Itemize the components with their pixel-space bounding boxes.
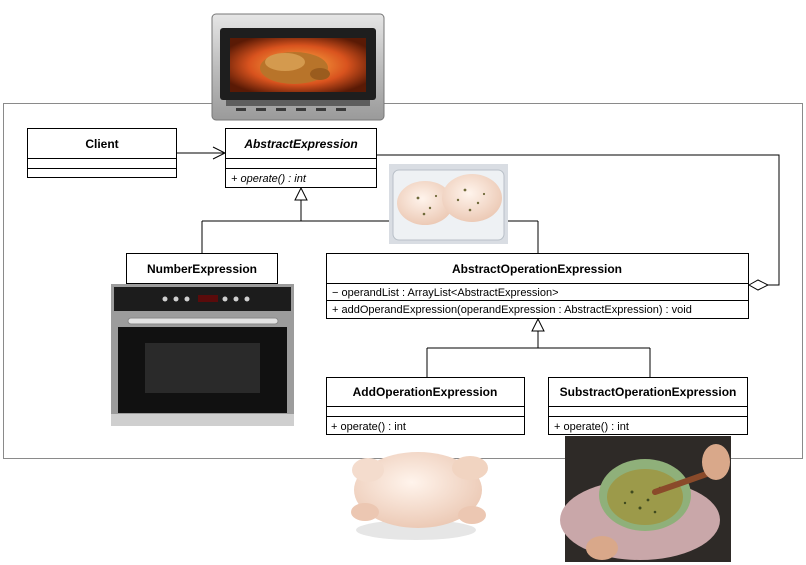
seasoned-chicken-image	[389, 164, 508, 244]
class-client: Client	[27, 128, 177, 178]
generalization-arrowhead	[294, 186, 308, 201]
class-substract-operation-expression: SubstractOperationExpression + operate()…	[548, 377, 748, 435]
class-add-operation-expression-operation: + operate() : int	[331, 421, 406, 433]
class-abstract-expression-operation: + operate() : int	[231, 173, 307, 185]
marinade-bowl-image	[560, 436, 731, 562]
class-client-name: Client	[85, 137, 118, 151]
class-abstract-operation-expression-operation: + addOperandExpression(operandExpression…	[332, 304, 692, 316]
aggregation-line	[376, 154, 780, 286]
aggregation-diamond	[747, 279, 770, 291]
class-add-operation-expression: AddOperationExpression + operate() : int	[326, 377, 525, 435]
class-number-expression: NumberExpression	[126, 253, 278, 284]
generalization-arrowhead-2	[531, 317, 545, 332]
toaster-oven-image	[211, 13, 385, 121]
raw-chicken-image	[351, 452, 488, 540]
class-substract-operation-expression-operation: + operate() : int	[554, 421, 629, 433]
class-abstract-expression-name: AbstractExpression	[243, 137, 357, 151]
class-abstract-operation-expression: AbstractOperationExpression − operandLis…	[326, 253, 749, 319]
class-number-expression-name: NumberExpression	[147, 262, 257, 276]
class-add-operation-expression-name: AddOperationExpression	[353, 385, 498, 399]
class-abstract-expression: AbstractExpression + operate() : int	[225, 128, 377, 188]
class-abstract-operation-expression-attribute: − operandList : ArrayList<AbstractExpres…	[332, 287, 559, 299]
built-in-oven-image	[111, 284, 294, 426]
class-abstract-operation-expression-name: AbstractOperationExpression	[452, 262, 622, 276]
class-substract-operation-expression-name: SubstractOperationExpression	[560, 385, 737, 399]
